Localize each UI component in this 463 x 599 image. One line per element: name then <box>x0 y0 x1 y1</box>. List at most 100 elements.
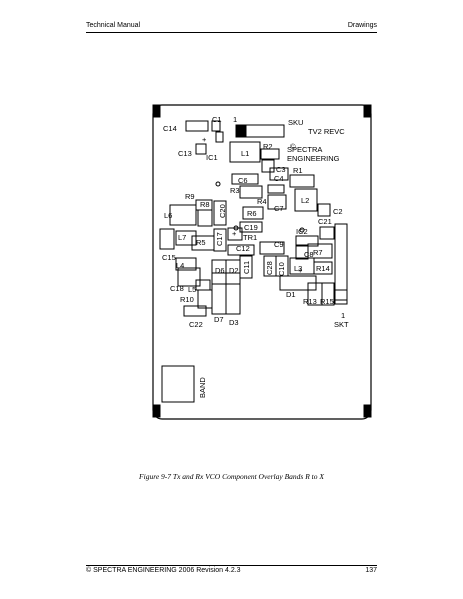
component-r1-outline <box>289 174 315 188</box>
component-tr1-outline <box>227 227 243 241</box>
footer-left: © SPECTRA ENGINEERING 2006 Revision 4.2.… <box>86 567 241 574</box>
plus-mark: + <box>298 266 303 275</box>
component-c4-outline <box>269 167 289 181</box>
component-r15-outline <box>321 282 335 306</box>
component-label-c28: C28 <box>265 261 274 275</box>
component-label-r3: R3 <box>230 186 240 195</box>
component-label-c21: C21 <box>318 217 332 226</box>
component-c9-outline <box>259 241 285 255</box>
component-label-l2: L2 <box>301 196 309 205</box>
component-label-r10: R10 <box>180 295 194 304</box>
socket-label: SKT <box>334 320 349 329</box>
component-r3-outline <box>239 185 263 199</box>
component-c2-outline <box>317 203 331 217</box>
pin-1-label: 1 <box>233 115 237 124</box>
component-c6-outline <box>231 173 259 185</box>
component-c12-outline <box>227 244 255 256</box>
board-outline <box>152 104 372 420</box>
header-rule <box>86 32 377 33</box>
component-label-c2: C2 <box>333 207 343 216</box>
component-l2-outline <box>294 188 318 212</box>
socket-pin-label: 1 <box>341 311 345 320</box>
component-label-c12: C12 <box>236 244 250 253</box>
component-label-l6: L6 <box>164 211 172 220</box>
component-c13-pad <box>195 143 207 155</box>
component-label-c15: C15 <box>162 253 176 262</box>
socket-outline <box>334 223 348 301</box>
test-point <box>233 225 239 231</box>
component-label-l7: L7 <box>178 233 186 242</box>
component-c19-outline <box>239 221 263 233</box>
component-label-r9: R9 <box>185 192 195 201</box>
corner-mark <box>152 404 161 418</box>
figure-caption: Figure 9-7 Tx and Rx VCO Component Overl… <box>139 472 324 481</box>
component-label-d1: D1 <box>286 290 296 299</box>
component-label-c17: C17 <box>215 232 224 246</box>
component-label-c4: C4 <box>274 174 284 183</box>
component-label-r2: R2 <box>263 142 273 151</box>
component-c1-pad <box>211 120 221 132</box>
component-label-c22: C22 <box>189 320 203 329</box>
component-label-r13: R13 <box>303 297 317 306</box>
header-right: Drawings <box>347 22 377 29</box>
component-label-l3: L3 <box>294 264 302 273</box>
page-number: 137 <box>365 567 377 574</box>
component-label-r6: R6 <box>247 209 257 218</box>
component-label-c10: C10 <box>277 262 286 276</box>
component-l7-outline <box>175 230 197 246</box>
component-label-c11: C11 <box>242 261 251 274</box>
plus-mark: + <box>232 229 237 238</box>
component-c21-outline <box>319 226 335 240</box>
component-label-r7: R7 <box>313 248 323 257</box>
component-c15-outline <box>175 257 197 271</box>
component-label-r15: R15 <box>320 297 334 306</box>
component-label-l5: L5 <box>188 285 196 294</box>
component-c14-pad <box>185 120 209 132</box>
revision-label: TV2 REVC <box>308 127 345 136</box>
component-label-l4: L4 <box>176 261 184 270</box>
pin-1-pad <box>235 124 247 138</box>
component-label-ic2: IC2 <box>296 227 308 236</box>
band-pad <box>161 365 195 403</box>
corner-mark <box>363 404 372 418</box>
socket-pin-1-pad <box>334 289 348 305</box>
component-r4-outline <box>267 184 285 194</box>
component-label-r14: R14 <box>316 264 330 273</box>
component-d7-outline <box>211 283 227 315</box>
component-label-d6: D6 <box>215 266 225 275</box>
component-label-d3: D3 <box>229 318 239 327</box>
test-point <box>299 227 305 233</box>
component-c22-outline <box>183 305 207 317</box>
corner-mark <box>363 104 372 118</box>
component-l4-outline <box>177 267 201 287</box>
component-label-l1: L1 <box>241 149 249 158</box>
component-c7-outline <box>267 194 287 210</box>
component-r10-outline <box>197 289 213 309</box>
component-label-c19: C19 <box>244 223 258 232</box>
component-l5-outline <box>195 279 211 291</box>
component-l6-outline <box>169 204 197 226</box>
component-label-c18: C18 <box>170 284 184 293</box>
component-label-r4: R4 <box>257 197 267 206</box>
component-r7-outline <box>307 243 333 259</box>
component-c20-outline <box>213 200 227 226</box>
plus-mark: + <box>202 135 207 144</box>
component-label-c20: C20 <box>218 204 227 218</box>
component-label-tr1: TR1 <box>243 233 257 242</box>
component-label-d2: D2 <box>229 266 239 275</box>
component-label-d7: D7 <box>214 315 224 324</box>
band-label: BAND <box>198 377 207 398</box>
component-label-r5: R5 <box>196 238 206 247</box>
component-c3-outline <box>261 159 275 173</box>
component-label-c9: C9 <box>274 240 284 249</box>
component-label-c1: C1 <box>212 115 222 124</box>
component-l1-outline <box>229 141 261 163</box>
component-r14-outline <box>313 261 333 275</box>
component-label-c8: C8 <box>304 250 314 259</box>
component-r2-outline <box>260 148 280 160</box>
component-ic2-outline <box>295 235 319 247</box>
copyright-mark: © <box>290 142 296 151</box>
component-label-c14: C14 <box>163 124 177 133</box>
component-label-c6: C6 <box>238 176 248 185</box>
